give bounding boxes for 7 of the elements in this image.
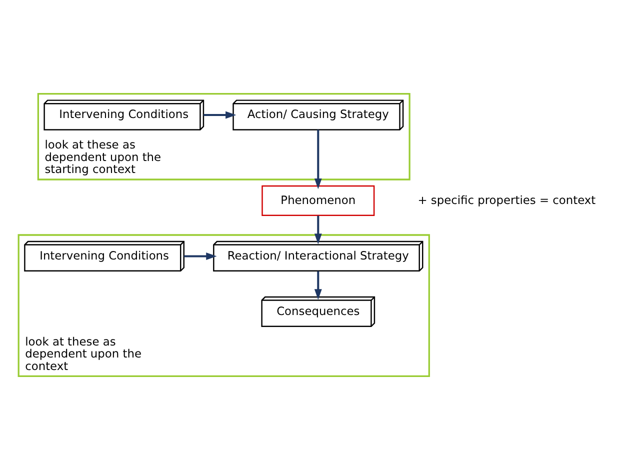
node-label: + specific properties = context — [418, 192, 596, 206]
node-box: Phenomenon — [262, 184, 375, 216]
arrow — [314, 215, 322, 244]
arrow — [314, 270, 322, 300]
arrow — [204, 110, 236, 118]
arrow — [314, 129, 322, 189]
arrow — [184, 252, 217, 260]
